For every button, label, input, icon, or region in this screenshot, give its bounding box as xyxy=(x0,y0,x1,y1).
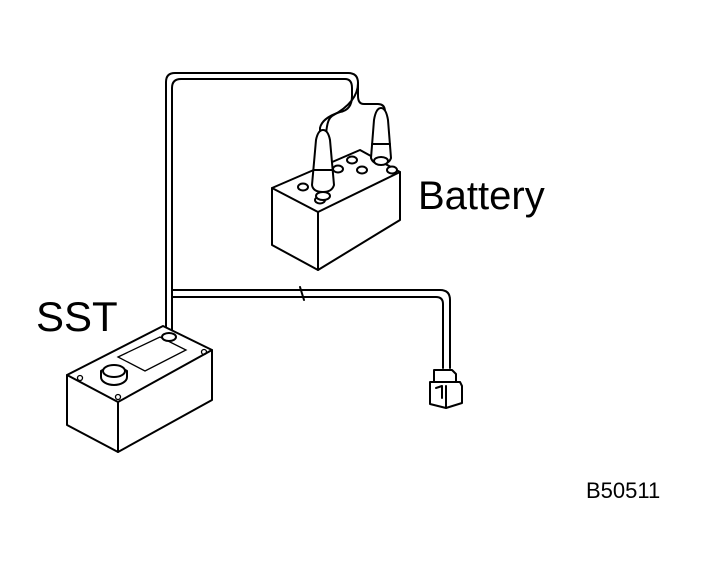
sst-label: SST xyxy=(36,293,118,340)
main-cable xyxy=(165,72,386,336)
connector-plug xyxy=(429,369,463,409)
battery-label: Battery xyxy=(418,174,545,218)
battery-clip-negative xyxy=(311,129,335,201)
sst-box xyxy=(66,325,213,453)
battery-body xyxy=(271,149,401,271)
figure-code: B50511 xyxy=(586,478,661,503)
battery-clip-positive xyxy=(370,107,392,166)
connector-cable xyxy=(171,286,451,369)
